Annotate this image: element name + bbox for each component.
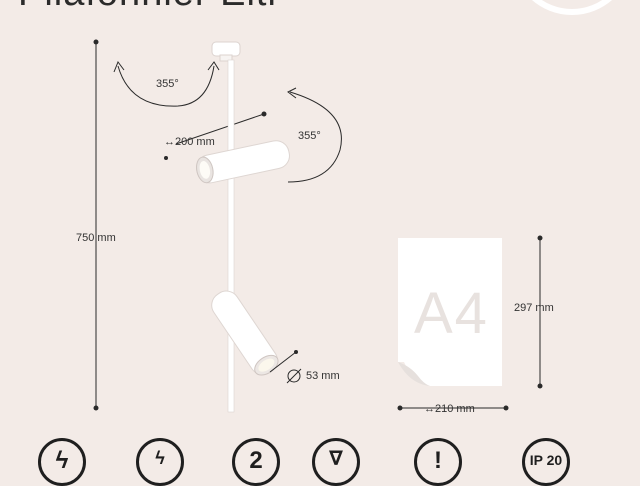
warning-icon: !: [414, 438, 462, 486]
height-label: 750 mm: [76, 232, 116, 244]
diameter-label: 53 mm: [306, 370, 340, 382]
feature-icons: ϟ ϟ 2 ∇ ! IP 20: [0, 438, 640, 486]
rotation-top-label: 355°: [156, 78, 179, 90]
rotation-side-label: 355°: [298, 130, 321, 142]
bulb-lightning-icon: ϟ: [136, 438, 184, 486]
count-icon: 2: [232, 438, 280, 486]
arm-length-label: ↔200 mm: [164, 136, 215, 148]
bulb-shape-icon: ∇: [312, 438, 360, 486]
a4-height-label: 297 mm: [514, 302, 554, 314]
ip-rating-icon: IP 20: [522, 438, 570, 486]
a4-width-label: ↔210 mm: [424, 403, 475, 415]
lightning-icon: ϟ: [38, 438, 86, 486]
a4-label: A4: [414, 281, 489, 346]
page-title: Pllafonnier Elti: [18, 0, 277, 15]
ring-decoration: [531, 0, 613, 15]
